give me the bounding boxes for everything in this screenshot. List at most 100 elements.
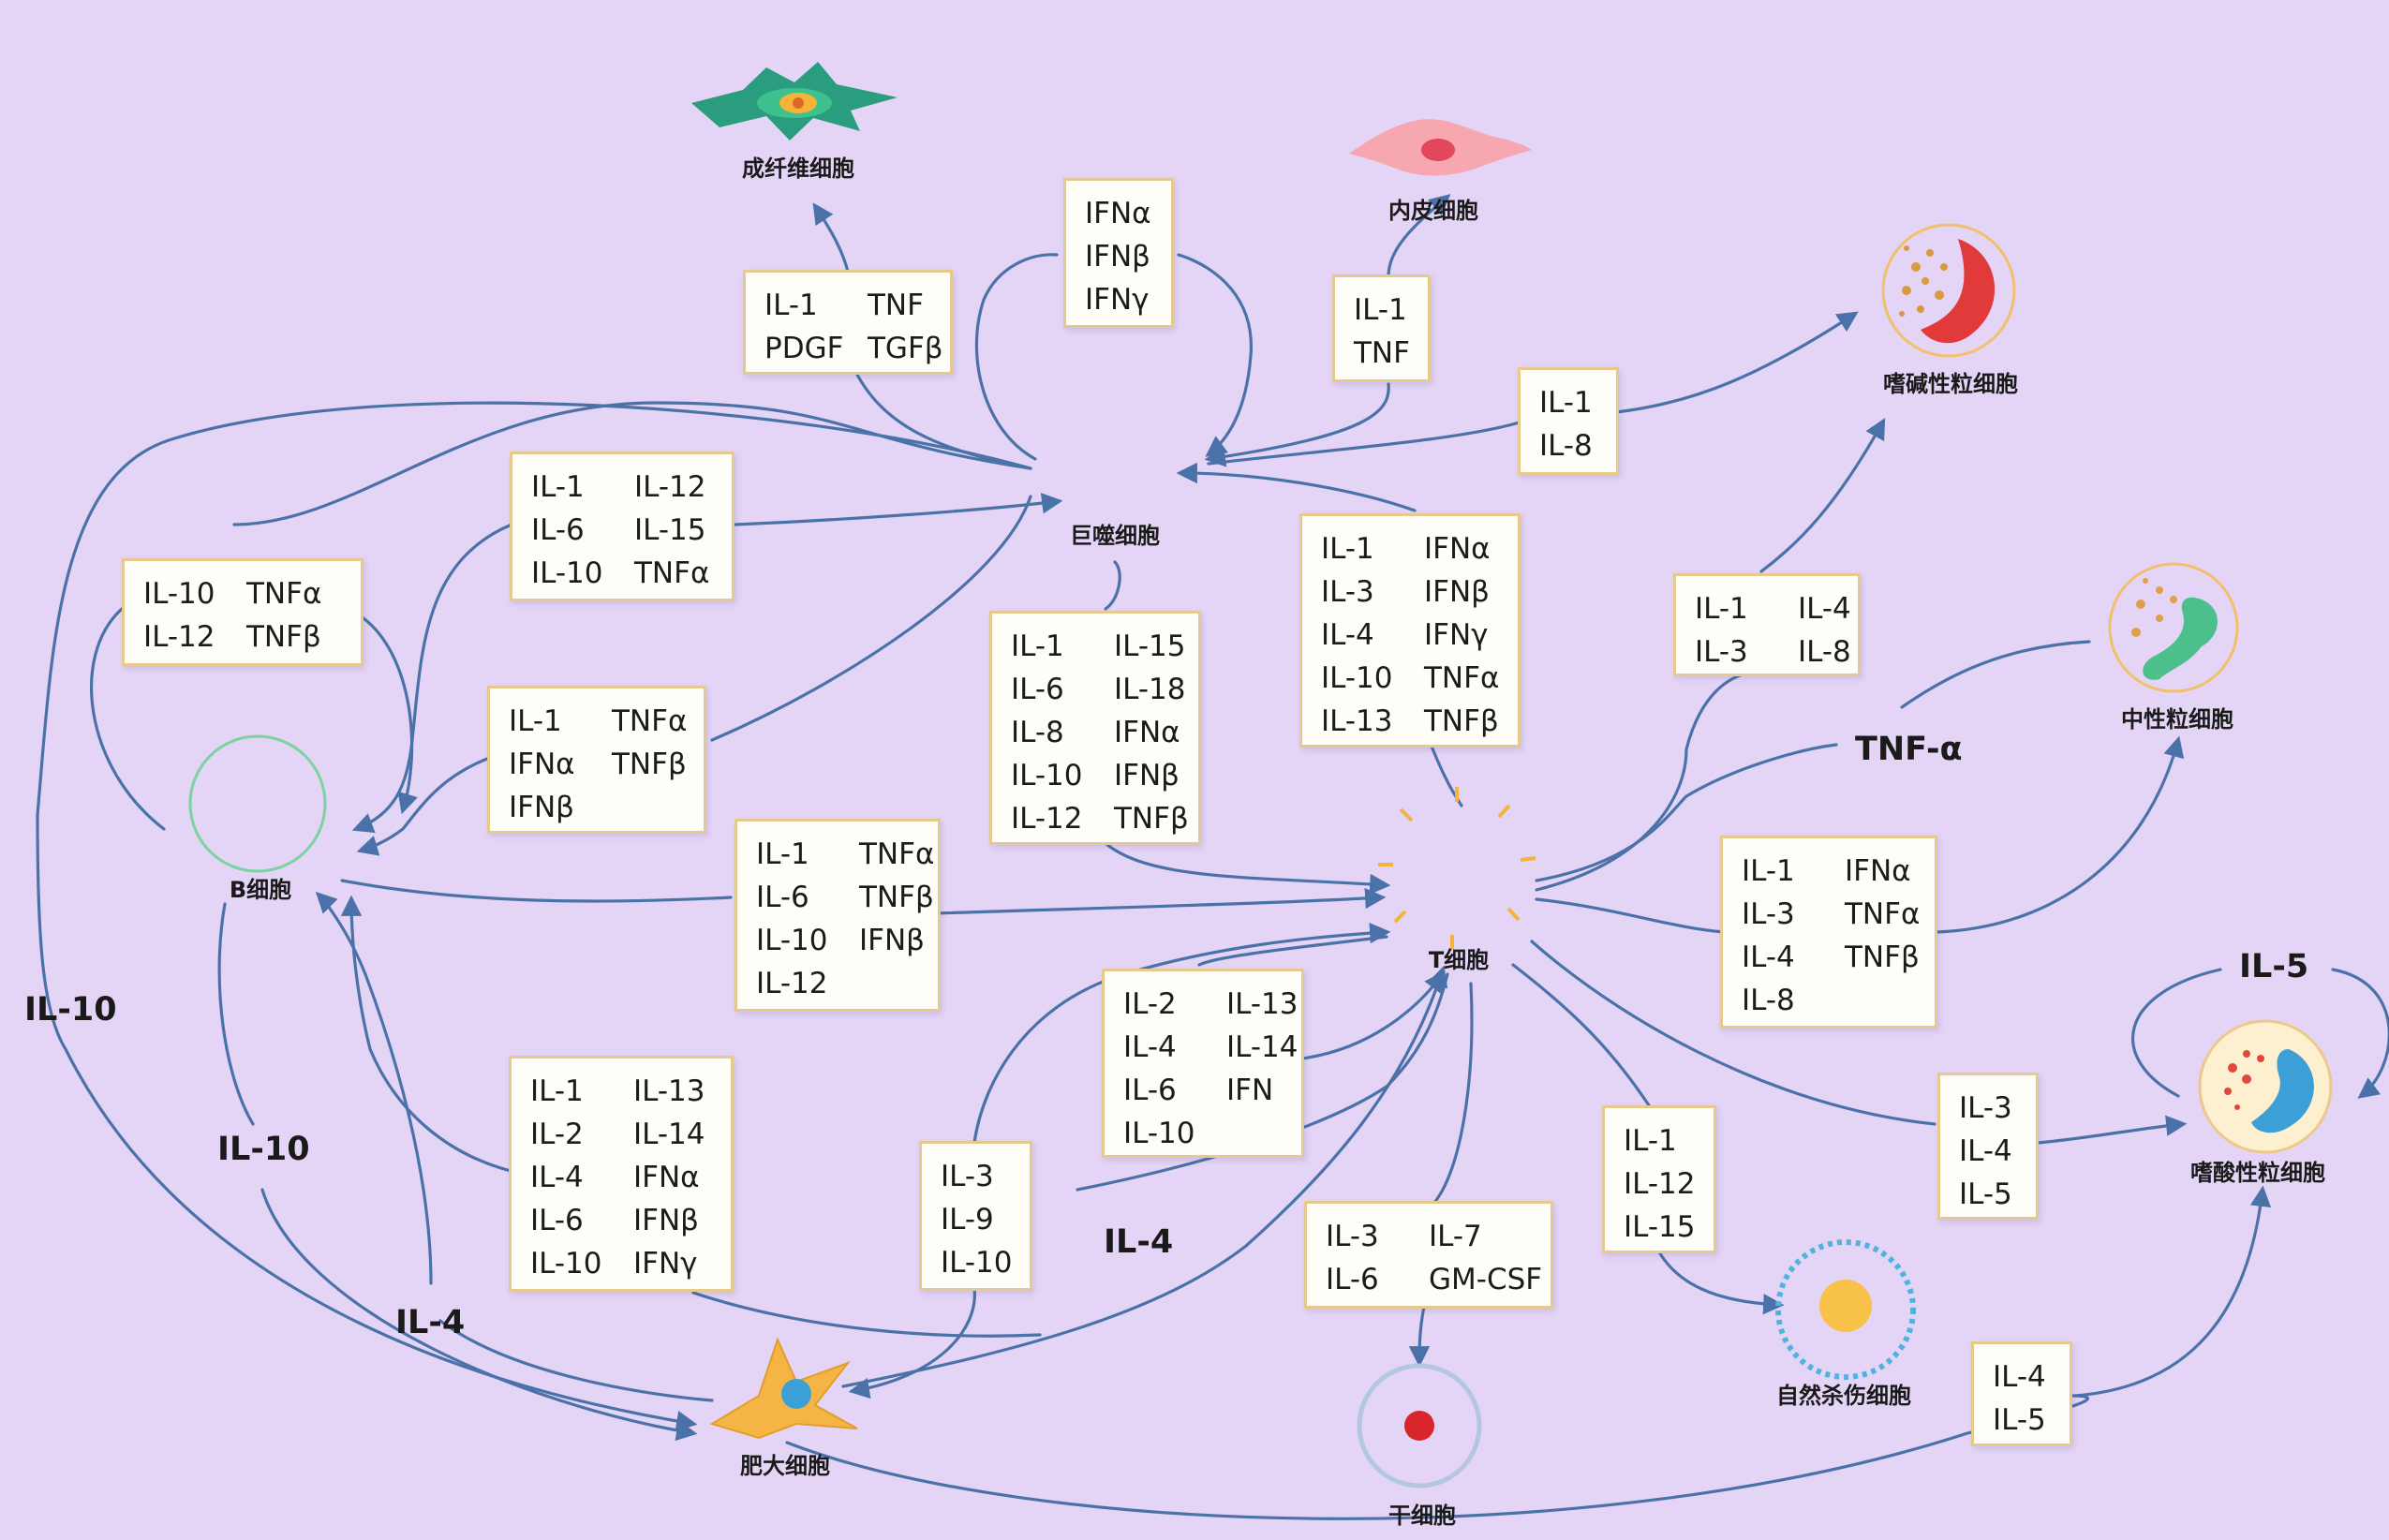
factor-label: IL-10 <box>531 556 603 590</box>
factor-label: IL-1 <box>1695 592 1748 626</box>
factor-label: IFNγ <box>1085 283 1150 317</box>
factor-label: TNFβ <box>1114 802 1189 836</box>
cell-label-basophil: 嗜碱性粒细胞 <box>1883 371 2018 397</box>
factor-row: IL-4 <box>1959 1130 2017 1173</box>
edge-endo-up <box>1387 194 1451 278</box>
factor-row: IL-1 <box>1354 289 1409 332</box>
cell-label-macrophage: 巨噬细胞 <box>1070 523 1160 549</box>
cell-label-stem: 干细胞 <box>1388 1503 1456 1529</box>
factor-label: IFNβ <box>509 791 574 824</box>
edge-mac-t2 <box>1094 832 1391 896</box>
edge-ifn-loop-right <box>1177 253 1253 457</box>
edge-ifn-loop-left <box>974 253 1059 461</box>
factor-row: IL-3 <box>941 1155 1011 1198</box>
cell-label-mast: 肥大细胞 <box>740 1453 830 1479</box>
factor-row: IL-10 <box>1123 1112 1283 1155</box>
edge-il4-lower <box>438 1319 714 1402</box>
factor-row: IFNβ <box>1085 235 1152 278</box>
factor-label: IFNγ <box>1424 618 1489 652</box>
factor-row: IL-4 <box>1993 1355 2051 1399</box>
factor-label: IL-7 <box>1429 1220 1482 1253</box>
factor-label: TNFβ <box>859 881 934 914</box>
factor-label: TNFβ <box>1424 704 1499 738</box>
factor-label: IL-15 <box>634 513 706 547</box>
factor-label: IFNβ <box>633 1204 699 1237</box>
factor-label: TNFα <box>1424 661 1500 695</box>
factor-label: IFNα <box>633 1161 700 1194</box>
edge-t-eos2 <box>2036 1115 2188 1145</box>
edge-fibro-up <box>812 202 850 274</box>
edge-mac-t <box>1104 560 1121 611</box>
factor-label: IL-10 <box>143 577 215 611</box>
factor-row: IL-5 <box>1993 1399 2051 1442</box>
factor-label: IL-5 <box>1959 1177 2012 1211</box>
factor-label: IFNα <box>509 748 575 781</box>
factor-label: IL-12 <box>634 470 706 504</box>
factor-row: IL-1 IL-15 <box>1011 625 1186 668</box>
edge-mac-b2 <box>710 495 1032 742</box>
factor-label: IL-4 <box>1798 592 1851 626</box>
edge-t-baso <box>1535 673 1744 892</box>
edge-t-mac2 <box>1176 462 1417 512</box>
factor-label: IFNα <box>1424 532 1491 566</box>
label-il5-eos: IL-5 <box>2239 948 2309 985</box>
factor-row: IL-3 IL-7 <box>1326 1215 1532 1258</box>
factor-label: IL-12 <box>756 967 828 1000</box>
edge-b-t2 <box>935 887 1387 915</box>
factor-label: IL-13 <box>1226 987 1298 1021</box>
cell-label-fibroblast: 成纤维细胞 <box>742 155 854 182</box>
factor-row: IL-2 IL-13 <box>1123 983 1298 1026</box>
edge-bloop-left <box>89 607 166 831</box>
factor-label: IL-10 <box>1123 1117 1195 1150</box>
factor-label: IL-1 <box>1624 1124 1677 1158</box>
edge-b-t <box>340 879 733 903</box>
edge-il10-mid <box>217 902 255 1126</box>
factor-label: IL-2 <box>1123 987 1177 1021</box>
factor-label: IL-3 <box>1326 1220 1379 1253</box>
factor-label: IL-10 <box>1011 759 1083 792</box>
edge-il10-far <box>36 813 698 1432</box>
factor-label: IFNγ <box>633 1247 698 1281</box>
factor-label: TNFβ <box>612 748 687 781</box>
factor-row: IL-12 <box>756 962 919 1005</box>
factor-label: IL-1 <box>1011 629 1064 663</box>
factor-label: IFNβ <box>1114 759 1180 792</box>
factor-label: IFNβ <box>859 924 925 957</box>
factor-label: TNFβ <box>246 620 321 654</box>
cell-endothelial <box>1349 119 1532 176</box>
factor-label: IL-3 <box>1959 1091 2012 1125</box>
edge-eos-loop-l <box>2131 968 2222 1098</box>
factor-row: IL-1 <box>1624 1119 1695 1162</box>
factor-label: IL-13 <box>1321 704 1393 738</box>
cell-label-nk: 自然杀伤细胞 <box>1776 1383 1911 1409</box>
cell-mast <box>709 1337 858 1440</box>
factor-label: IFNβ <box>1424 575 1490 609</box>
label-il10-far: IL-10 <box>24 991 117 1029</box>
edge-il4-left <box>315 891 433 1285</box>
factor-label: IL-15 <box>1114 629 1186 663</box>
edge-t-nk <box>1511 963 1651 1107</box>
edge-il4-mid <box>841 965 1448 1388</box>
factor-row: IL-5 <box>1959 1173 2017 1216</box>
